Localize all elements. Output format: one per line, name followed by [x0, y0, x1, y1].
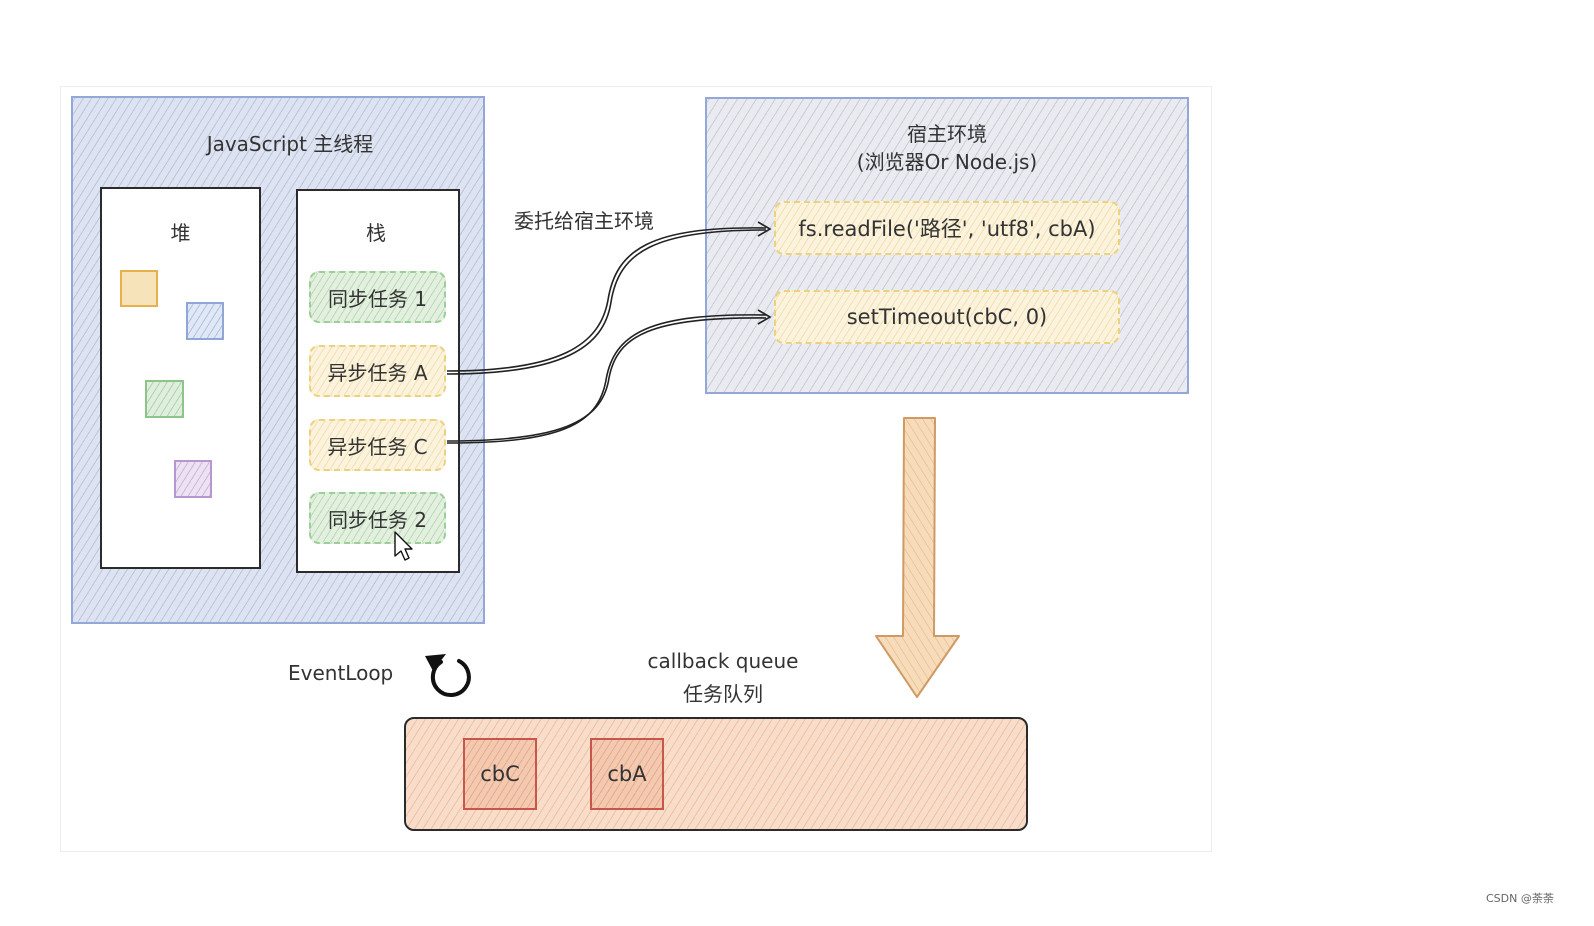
- host-task-readfile: fs.readFile('路径', 'utf8', cbA): [774, 201, 1120, 255]
- queue-item-cbc: cbC: [463, 738, 537, 810]
- watermark: CSDN @荼荼: [1486, 892, 1554, 905]
- heap-object-yellow: [120, 270, 158, 307]
- main-thread-title: JavaScript 主线程: [206, 132, 374, 156]
- stack-task-async-a: 异步任务 A: [309, 345, 446, 397]
- heap-label: 堆: [170, 221, 191, 245]
- heap-box: [100, 187, 261, 569]
- stack-task-async-c: 异步任务 C: [309, 419, 446, 471]
- event-loop-label: EventLoop: [288, 661, 394, 685]
- host-title: 宿主环境: [907, 122, 987, 146]
- queue-subtitle: 任务队列: [683, 682, 763, 706]
- mouse-cursor-icon: [394, 531, 413, 561]
- delegate-label: 委托给宿主环境: [514, 209, 654, 233]
- host-to-queue-arrow: [875, 417, 960, 698]
- event-loop-icon: [425, 654, 471, 698]
- heap-object-purple: [174, 460, 212, 498]
- stack-task-sync-2: 同步任务 2: [309, 492, 446, 544]
- delegate-arrow-c: [446, 309, 772, 444]
- queue-title: callback queue: [647, 649, 799, 673]
- heap-object-blue: [186, 302, 224, 340]
- delegate-arrow-a: [446, 221, 772, 375]
- queue-item-cba: cbA: [590, 738, 664, 810]
- host-subtitle: (浏览器Or Node.js): [856, 150, 1038, 174]
- host-task-settimeout: setTimeout(cbC, 0): [774, 290, 1120, 344]
- heap-object-green: [145, 380, 184, 418]
- stack-label: 栈: [366, 221, 386, 245]
- stack-task-sync-1: 同步任务 1: [309, 271, 446, 323]
